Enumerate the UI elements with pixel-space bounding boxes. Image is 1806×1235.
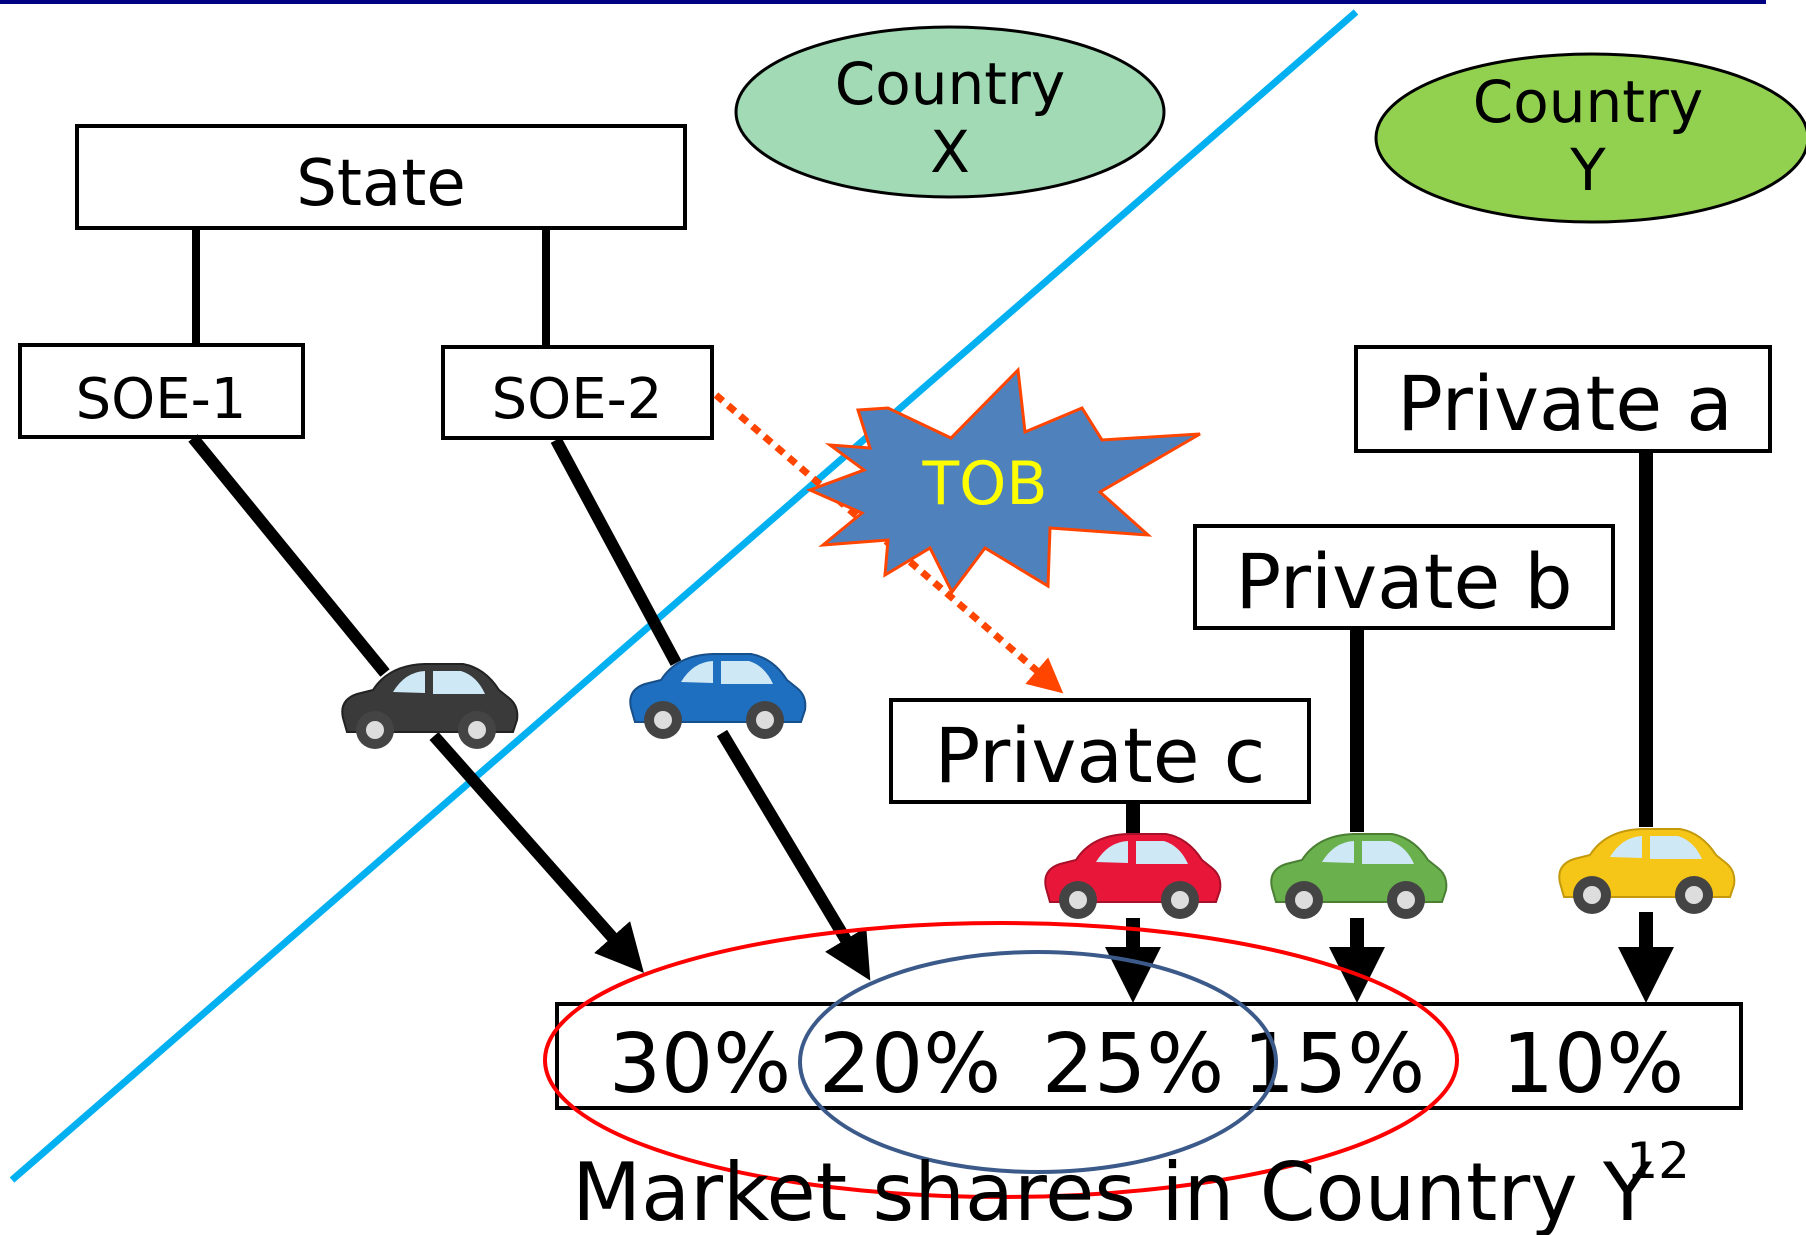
soe1-to-share-arrow — [429, 732, 644, 973]
tob-burst-shape — [806, 366, 1201, 595]
car-private-c — [1044, 833, 1222, 919]
tob-label: TOB — [921, 449, 1047, 519]
top-rule — [0, 0, 1766, 4]
soe1-box — [18, 343, 305, 439]
soe2-to-car-line — [550, 437, 682, 666]
soe1-label: SOE-1 — [76, 367, 247, 432]
state-box — [75, 124, 687, 230]
car-soe1 — [341, 663, 519, 749]
soe2-to-share-arrow — [716, 729, 871, 981]
country-border-line — [9, 9, 1359, 1183]
share-private-c: 25% — [1042, 1017, 1224, 1112]
private-c-box — [889, 698, 1311, 804]
country-y-ellipse — [1374, 52, 1806, 224]
tob-burst: TOB — [806, 366, 1201, 595]
share-private-b: 15% — [1243, 1017, 1425, 1112]
soe1-to-car-line — [188, 434, 390, 677]
country-x-label-line1: Country — [835, 50, 1065, 118]
private-b-box — [1193, 524, 1615, 630]
state-label: State — [296, 147, 465, 221]
country-y-label-line1: Country — [1473, 68, 1703, 136]
private-a-label: Private a — [1397, 359, 1733, 448]
combined-share-ellipse — [543, 921, 1459, 1199]
country-x-label-line2: X — [930, 118, 970, 186]
soe2-box — [441, 345, 714, 440]
car-private-a — [1558, 828, 1736, 914]
private-c-label: Private c — [935, 711, 1266, 800]
soe2-label: SOE-2 — [492, 367, 663, 432]
market-caption: Market shares in Country Y — [572, 1146, 1653, 1235]
share-soe2: 20% — [819, 1017, 1001, 1112]
country-y-label-line2: Y — [1569, 136, 1606, 204]
market-share-box — [555, 1002, 1743, 1110]
car-soe2 — [629, 653, 807, 739]
share-private-a: 10% — [1502, 1017, 1684, 1112]
private-a-box — [1354, 345, 1772, 453]
page-number: 12 — [1626, 1132, 1690, 1190]
country-y-badge: Country Y — [1374, 52, 1806, 224]
share-soe1: 30% — [609, 1017, 791, 1112]
private-b-label: Private b — [1235, 537, 1572, 626]
overlap-share-ellipse — [798, 950, 1278, 1174]
country-x-ellipse — [734, 25, 1166, 199]
car-private-b — [1270, 833, 1448, 919]
country-x-badge: Country X — [734, 25, 1166, 199]
